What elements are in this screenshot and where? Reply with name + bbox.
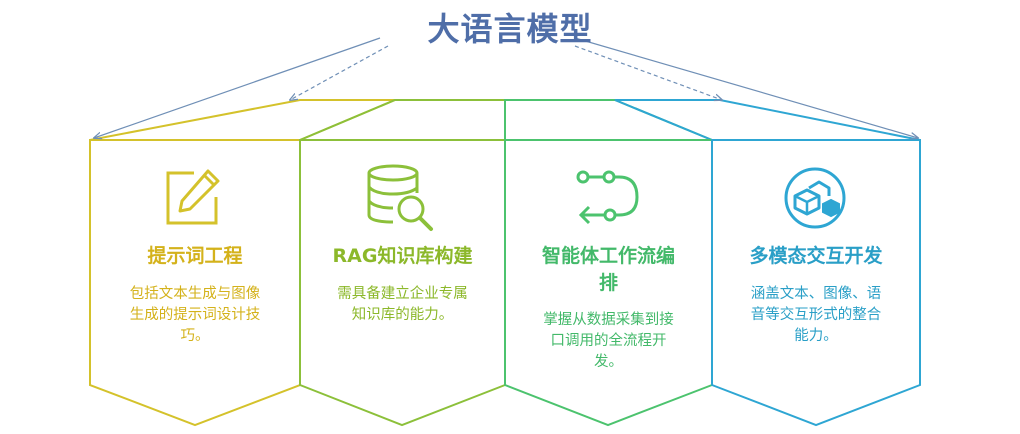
top-band-card3: [504, 99, 713, 141]
arrow-right-outer: [574, 37, 918, 138]
card-2-title: RAG知识库构建: [332, 245, 473, 267]
card-1-title: 提示词工程: [147, 245, 243, 267]
card-4-desc: 涵盖文本、图像、语 音等交互形式的整合 能力。: [722, 284, 910, 347]
pencil-edit-icon: [166, 169, 220, 225]
card-2-desc-line: 需具备建立企业专属: [337, 286, 468, 302]
card-1-shape: [89, 139, 301, 427]
card-2-shape: [299, 139, 506, 427]
card-3-shape: [504, 139, 713, 427]
card-4-desc-line: 涵盖文本、图像、语: [750, 286, 882, 302]
card-3-desc-line: 掌握从数据采集到接: [543, 312, 674, 328]
card-1-desc-line: 包括文本生成与图像: [129, 286, 261, 302]
card-4-title: 多模态交互开发: [749, 245, 883, 267]
card-1-desc-line: 生成的提示词设计技: [129, 307, 261, 323]
database-search-icon: [367, 164, 433, 231]
arrow-right-inner: [574, 45, 722, 100]
card-3-title-line: 智能体工作流编: [541, 245, 675, 267]
workflow-icon: [576, 170, 639, 225]
card-4-desc-line: 能力。: [794, 328, 838, 344]
card-3-title-line: 排: [598, 272, 618, 294]
card-1-desc-line: 巧。: [180, 328, 210, 344]
arrow-left-outer: [94, 37, 381, 138]
top-band-card2: [299, 99, 506, 141]
card-3-desc-line: 口调用的全流程开: [550, 333, 667, 349]
card-3-desc-line: 发。: [594, 354, 623, 370]
card-4-shape: [711, 139, 921, 427]
top-band-card4: [614, 99, 921, 141]
card-3-title: 智能体工作流编 排: [512, 243, 705, 297]
card-2-desc: 需具备建立企业专属 知识库的能力。: [305, 284, 500, 326]
multimodal-cubes-icon: [784, 167, 846, 229]
card-4-desc-line: 音等交互形式的整合: [750, 307, 882, 323]
arrow-left-inner: [290, 45, 389, 100]
card-1-desc: 包括文本生成与图像 生成的提示词设计技 巧。: [100, 284, 290, 347]
card-2-desc-line: 知识库的能力。: [351, 307, 454, 323]
diagram-title: 大语言模型: [427, 10, 593, 48]
card-3-desc: 掌握从数据采集到接 口调用的全流程开 发。: [512, 310, 705, 373]
